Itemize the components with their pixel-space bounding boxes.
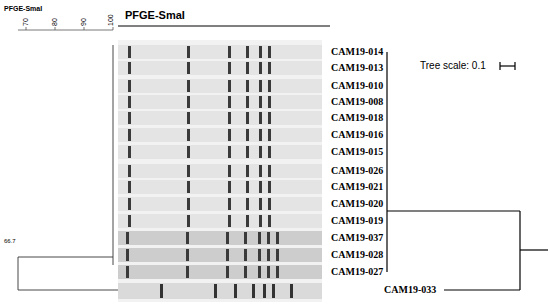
axis-tick: 70 [22,18,29,26]
isolate-label: CAM19-018 [331,113,383,123]
isolate-label: CAM19-019 [331,216,383,226]
isolate-label: CAM19-037 [331,233,383,243]
isolate-label: CAM19-013 [331,63,383,73]
isolate-label: CAM19-021 [331,182,383,192]
axis-tick: 100 [107,14,114,26]
isolate-label: CAM19-026 [331,166,383,176]
isolate-label: CAM19-033 [384,285,436,295]
phylogenetic-tree [387,52,548,290]
isolate-label: CAM19-010 [331,81,383,91]
pfge-gel [118,40,322,302]
upgma-branches [18,45,118,290]
axis-tick: 80 [51,18,58,26]
scale-bar [500,62,515,70]
panel-header: PFGE-SmaI [125,10,185,21]
axis-tick: 90 [80,18,87,26]
header-rule [118,26,330,27]
node-similarity: 66.7 [4,238,16,244]
isolate-label: CAM19-016 [331,130,383,140]
isolate-label: CAM19-028 [331,250,383,260]
similarity-axis [18,30,113,31]
isolate-label: CAM19-008 [331,97,383,107]
isolate-label: CAM19-014 [331,47,383,57]
isolate-label: CAM19-020 [331,199,383,209]
isolate-label: CAM19-015 [331,147,383,157]
isolate-label: CAM19-027 [331,267,383,277]
panel-header: PFGE-SmaI [4,5,42,12]
scale-label: Tree scale: 0.1 [420,61,486,71]
